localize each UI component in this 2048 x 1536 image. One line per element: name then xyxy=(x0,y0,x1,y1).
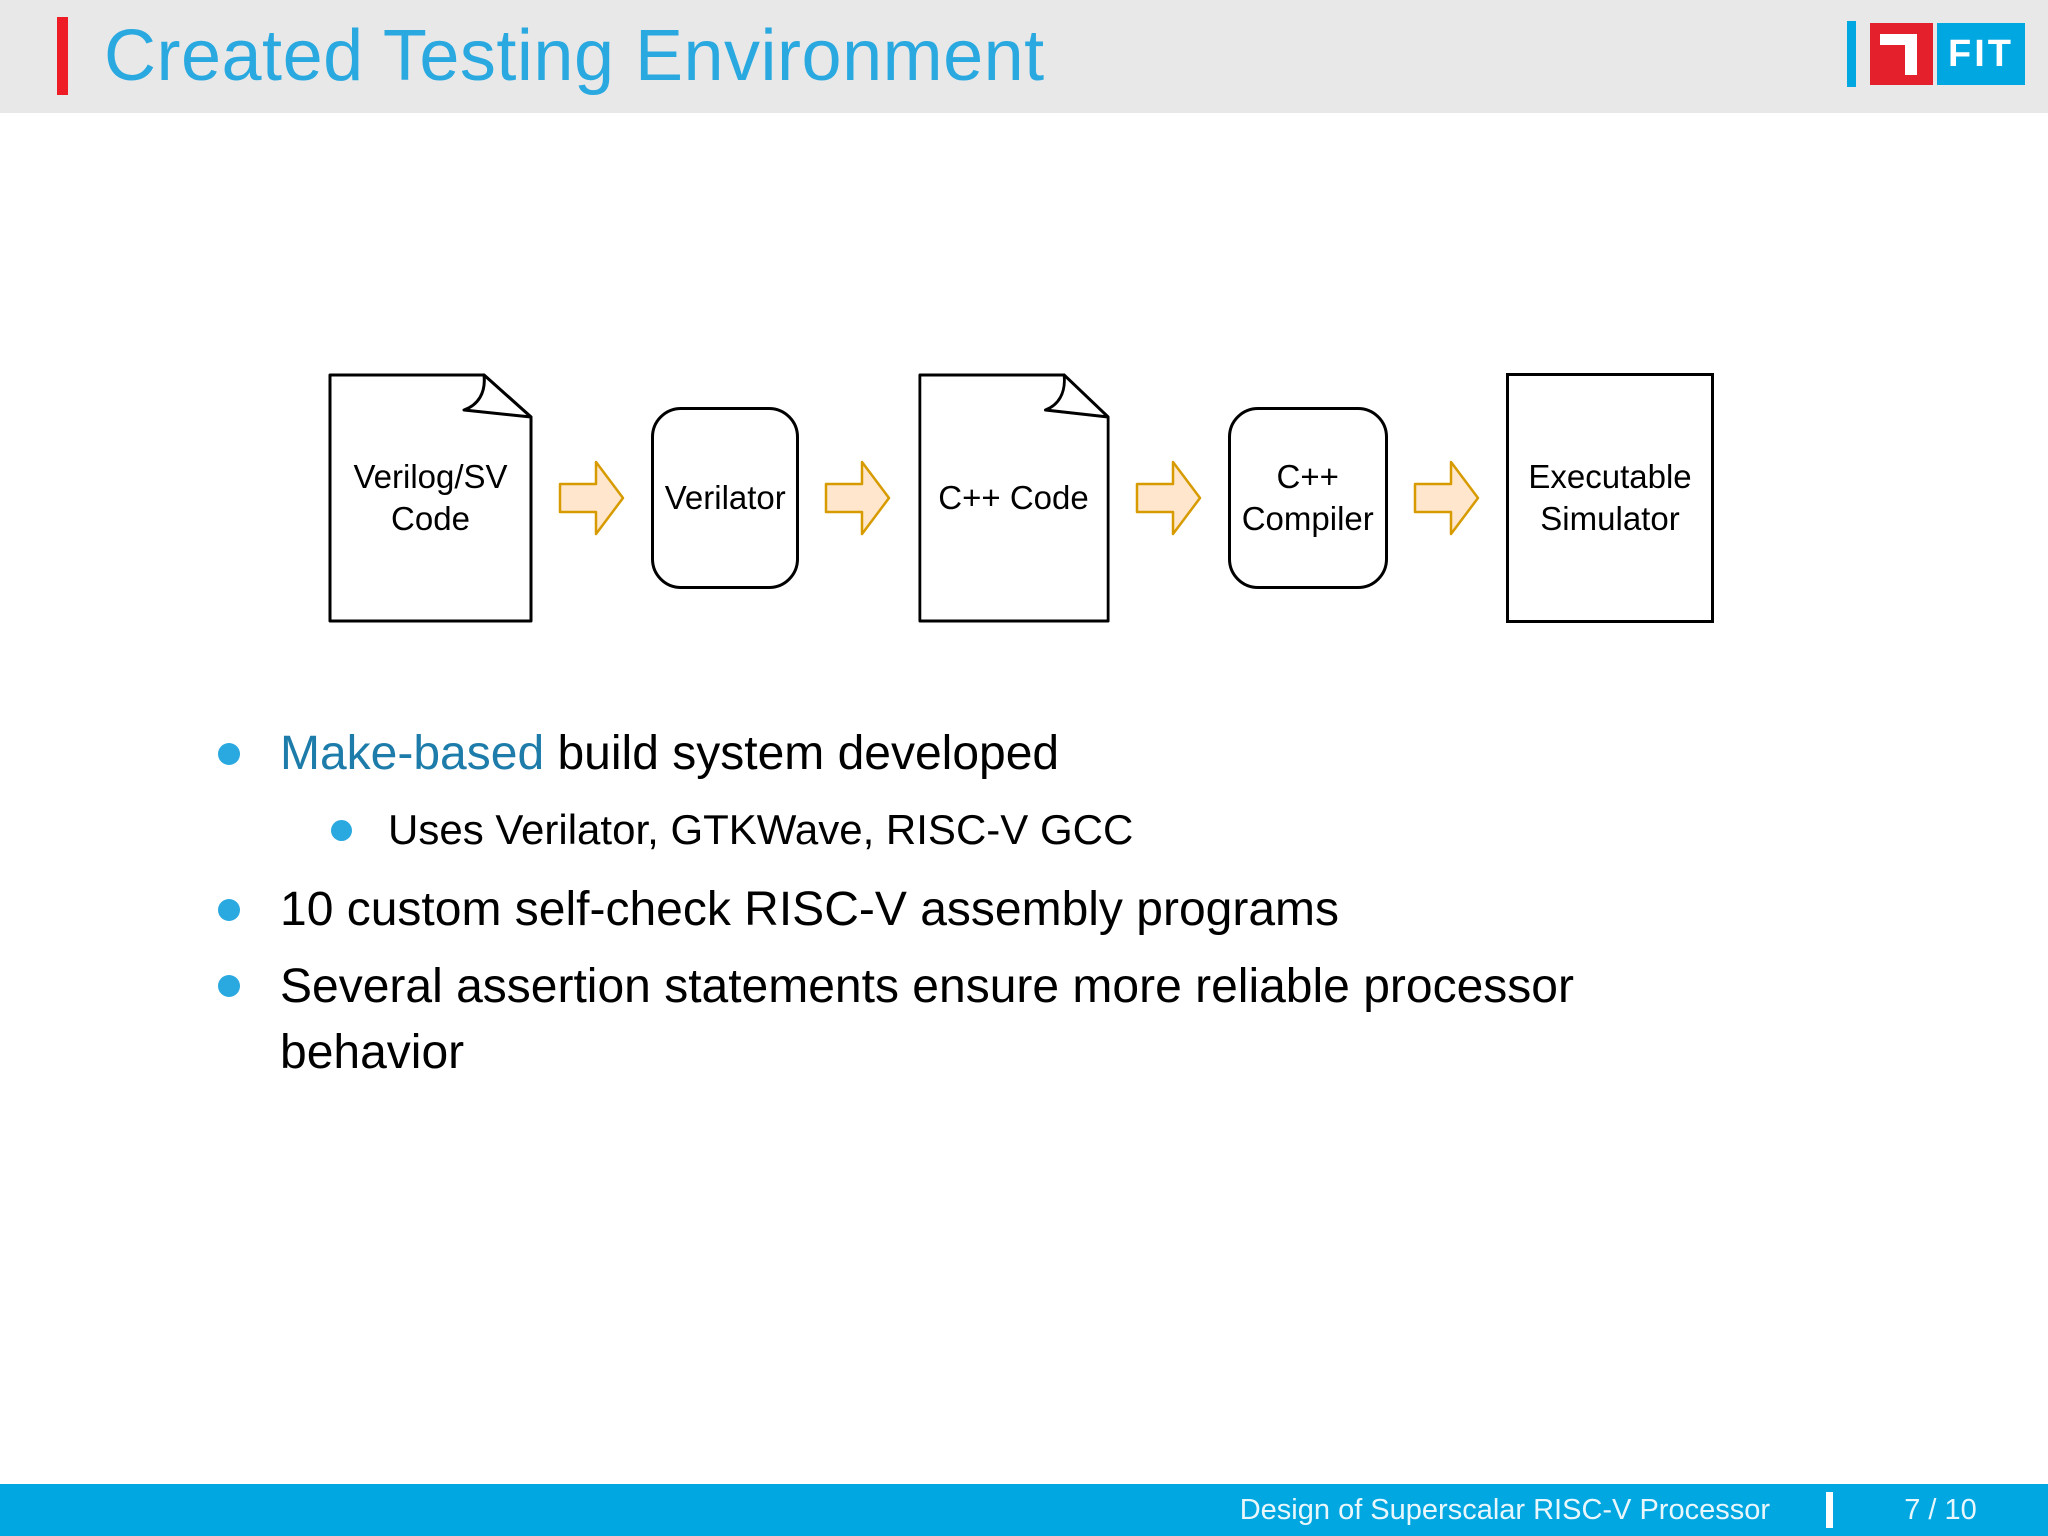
highlight-make-based: Make-based xyxy=(280,727,545,780)
bullet-subitem-tools: Uses Verilator, GTKWave, RISC-V GCC xyxy=(331,802,1618,858)
flow-arrow-icon xyxy=(1413,460,1480,536)
diagram-node-cpp-compiler: C++ Compiler xyxy=(1227,407,1388,589)
document-shape-icon xyxy=(917,373,1110,623)
bullet-item-build-system: Make-based build system developed xyxy=(218,722,1618,786)
node-label: Verilog/SV Code xyxy=(353,458,508,537)
flow-arrow-icon xyxy=(825,460,891,536)
bullet-text: Several assertion statements ensure more… xyxy=(280,960,1574,1079)
flow-arrow-icon xyxy=(1135,460,1201,536)
footer-page-number: 7 / 10 xyxy=(1904,1493,1977,1526)
diagram-node-verilog-sv-code: Verilog/SV Code xyxy=(328,373,533,623)
bullet-text: 10 custom self-check RISC-V assembly pro… xyxy=(280,883,1339,936)
logo-group: FIT xyxy=(1847,21,2025,87)
document-shape-icon xyxy=(328,373,533,623)
node-label: C++ Code xyxy=(938,479,1089,516)
bullet-text: Make-based build system developed xyxy=(280,727,1060,780)
node-label: Executable Simulator xyxy=(1528,458,1692,537)
header: Created Testing Environment FIT xyxy=(0,0,2048,113)
bullet-dot-icon xyxy=(218,975,240,997)
fit-logo: FIT xyxy=(1937,23,2025,85)
footer-bar: Design of Superscalar RISC-V Processor 7… xyxy=(0,1484,2048,1536)
diagram-node-verilator: Verilator xyxy=(651,407,800,589)
bullet-list: Make-based build system developed Uses V… xyxy=(218,722,1618,1086)
bullet-dot-icon xyxy=(218,743,240,765)
toolchain-diagram: Verilog/SV Code Verilator C++ Code C++ C… xyxy=(328,373,1714,623)
bullet-item-assembly-programs: 10 custom self-check RISC-V assembly pro… xyxy=(218,878,1618,942)
diagram-node-cpp-code: C++ Code xyxy=(917,373,1110,623)
bullet-item-assertions: Several assertion statements ensure more… xyxy=(218,954,1618,1086)
title-accent-bar xyxy=(57,17,68,95)
footer-separator-bar xyxy=(1826,1492,1833,1528)
flow-arrow-icon xyxy=(558,460,625,536)
node-label: Verilator xyxy=(664,479,786,516)
node-label: C++ Compiler xyxy=(1241,458,1374,537)
bullet-dot-icon xyxy=(331,820,352,841)
bullet-dot-icon xyxy=(218,899,240,921)
but-t-logo-icon xyxy=(1870,23,1933,85)
diagram-node-executable-simulator: Executable Simulator xyxy=(1506,373,1714,623)
bullet-text: Uses Verilator, GTKWave, RISC-V GCC xyxy=(388,806,1134,853)
page-title: Created Testing Environment xyxy=(104,16,1045,96)
logo-separator-bar xyxy=(1847,21,1856,87)
footer-presentation-title: Design of Superscalar RISC-V Processor xyxy=(1239,1493,1770,1526)
